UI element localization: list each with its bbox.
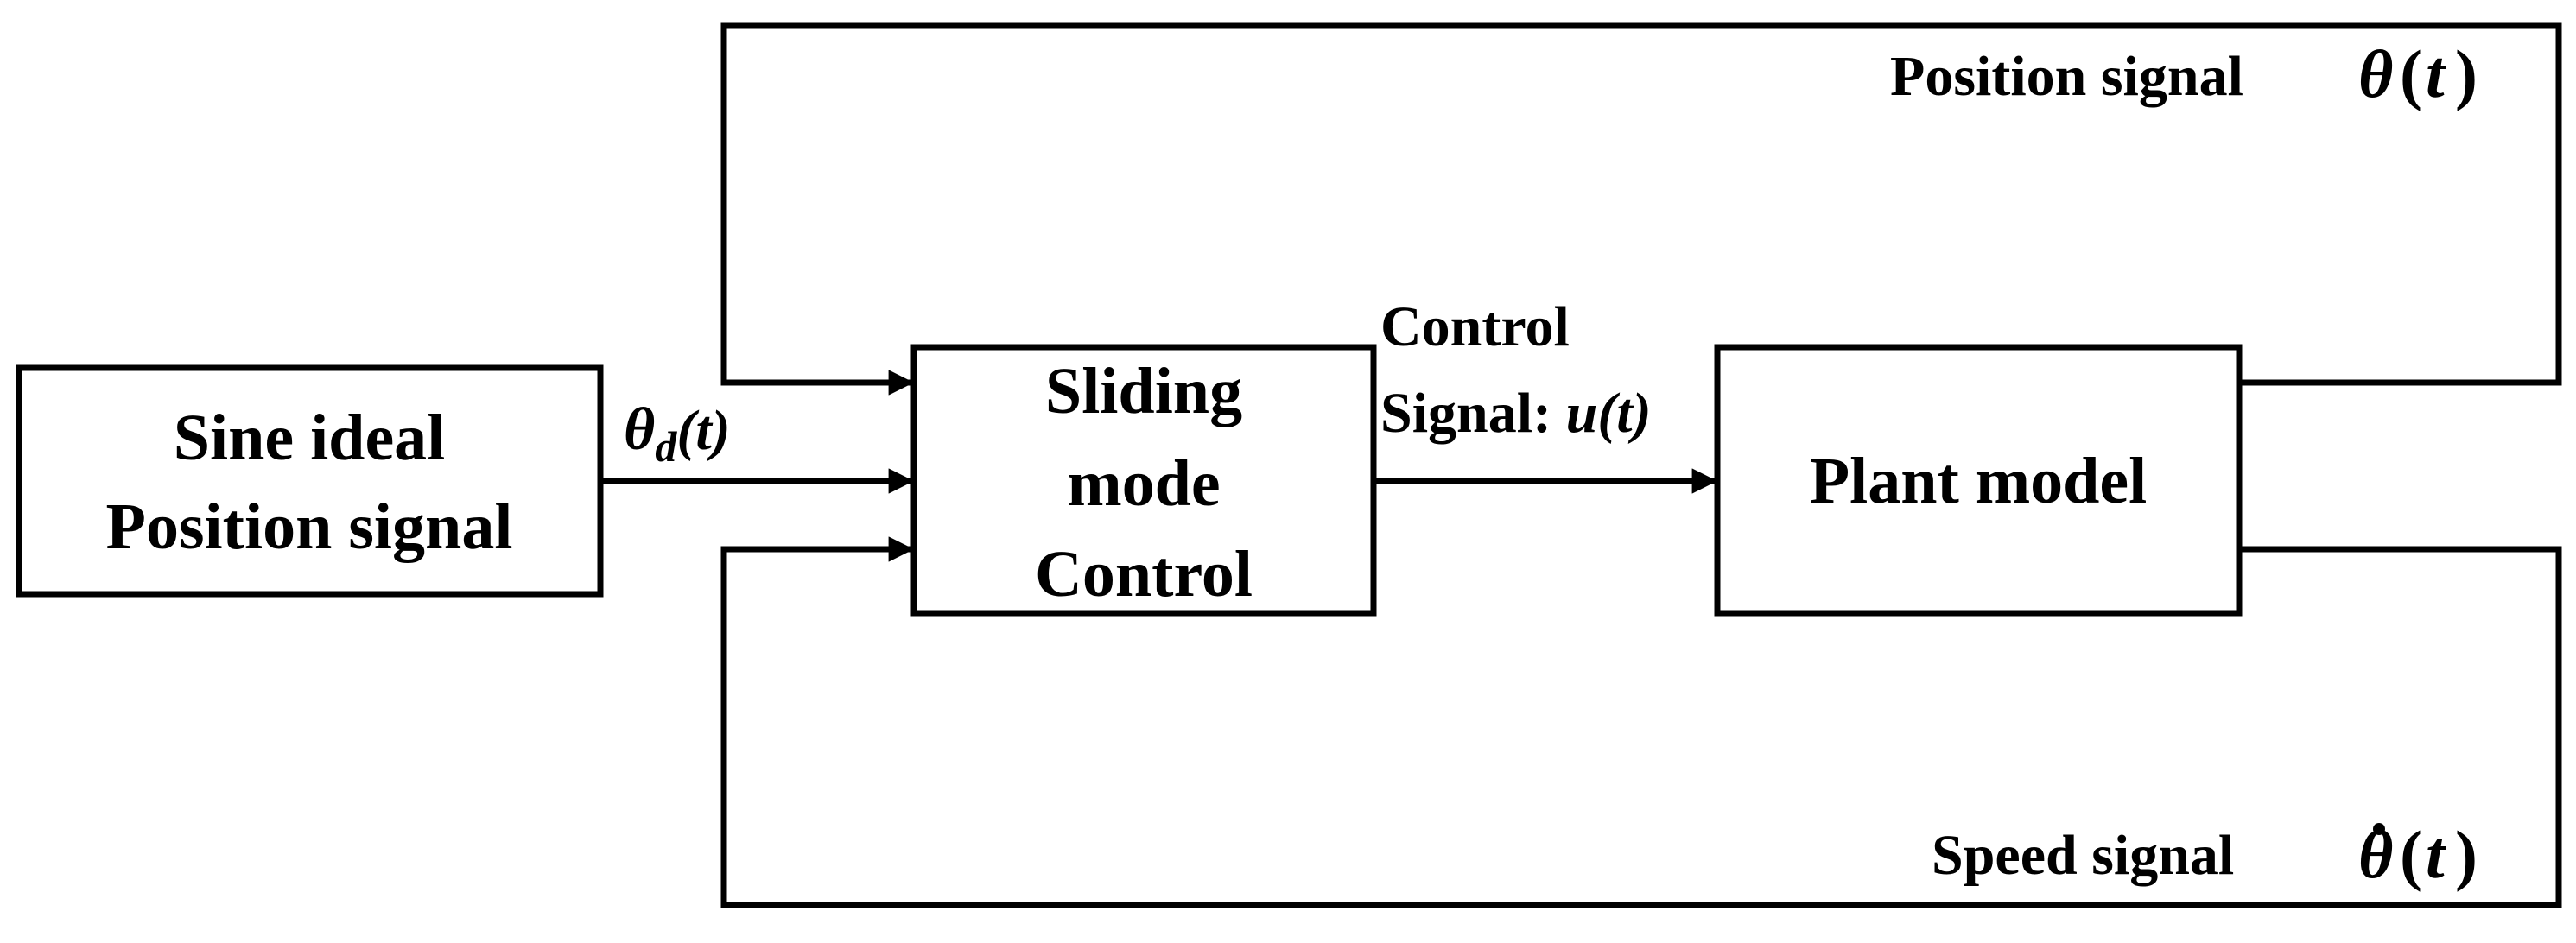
speed-open-paren: ( — [2400, 817, 2422, 892]
smc-line2: mode — [1067, 447, 1220, 520]
position-theta: θ — [2358, 36, 2394, 111]
reference-signal-label: θd(t) — [624, 396, 731, 471]
plant-model-block: Plant model — [1714, 344, 2243, 617]
control-signal-symbol: u(t) — [1566, 382, 1652, 445]
control-signal-label-line1: Control — [1380, 295, 1570, 358]
position-signal-symbol: θ ( t ) — [2358, 36, 2478, 111]
sine-source-block: Sine ideal Position signal — [16, 364, 604, 598]
speed-close-paren: ) — [2455, 817, 2478, 892]
position-feedback-arrow — [720, 22, 2562, 396]
sine-source-line1: Sine ideal — [174, 402, 446, 474]
speed-signal-label: Speed signal — [1932, 824, 2234, 887]
smc-line3: Control — [1035, 538, 1253, 611]
sliding-mode-control-block: Sliding mode Control — [910, 344, 1377, 617]
smc-line1: Sliding — [1045, 355, 1242, 427]
speed-argument: t — [2426, 817, 2446, 892]
sine-source-line2: Position signal — [106, 490, 513, 563]
plant-label: Plant model — [1810, 445, 2148, 517]
position-argument: t — [2426, 36, 2446, 111]
reference-subscript: d — [655, 422, 677, 471]
position-close-paren: ) — [2455, 36, 2478, 111]
control-signal-prefix: Signal: — [1380, 382, 1566, 445]
speed-dot — [2373, 823, 2385, 835]
position-signal-label: Position signal — [1890, 45, 2243, 108]
reference-argument: (t) — [676, 399, 730, 462]
speed-theta: θ — [2358, 817, 2394, 892]
speed-signal-symbol: θ ( t ) — [2358, 817, 2478, 892]
control-signal-label-line2: Signal: u(t) — [1380, 382, 1652, 445]
position-open-paren: ( — [2400, 36, 2422, 111]
reference-symbol: θ — [624, 396, 655, 463]
speed-feedback-arrow — [720, 536, 2562, 908]
